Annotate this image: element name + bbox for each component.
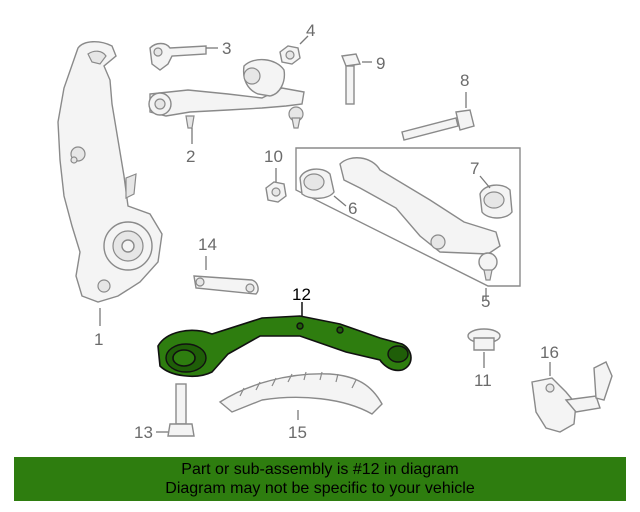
part-14-link[interactable]: [193, 256, 259, 295]
label-6: 6: [348, 199, 357, 218]
label-16: 16: [540, 343, 559, 362]
label-14: 14: [198, 235, 217, 254]
part-6-bushing[interactable]: [299, 168, 347, 207]
part-3-bracket[interactable]: [149, 42, 218, 71]
part-5-lower-arm-assembly[interactable]: [295, 147, 521, 300]
part-11-nut[interactable]: [467, 328, 501, 368]
label-12: 12: [292, 285, 311, 304]
part-2-upper-arm[interactable]: [148, 59, 305, 144]
part-13-bolt[interactable]: [156, 383, 195, 437]
label-8: 8: [460, 71, 469, 90]
label-4: 4: [306, 21, 315, 40]
label-15: 15: [288, 423, 307, 442]
part-10-nut[interactable]: [265, 168, 287, 203]
label-10: 10: [264, 147, 283, 166]
label-11: 11: [474, 371, 492, 390]
label-7: 7: [470, 159, 479, 178]
label-1: 1: [94, 330, 103, 349]
banner-line-1: Part or sub-assembly is #12 in diagram: [181, 461, 459, 478]
parts-diagram: 1 2 3 4 9 8: [57, 21, 613, 442]
part-16-sensor[interactable]: [531, 361, 613, 433]
part-12-lower-control-arm[interactable]: [157, 302, 412, 378]
info-banner: Part or sub-assembly is #12 in diagram D…: [14, 457, 626, 501]
part-8-long-bolt[interactable]: [401, 92, 475, 141]
part-15-shield[interactable]: [218, 371, 383, 420]
part-7-bushing[interactable]: [479, 175, 513, 219]
label-9: 9: [376, 54, 385, 73]
label-3: 3: [222, 39, 231, 58]
part-1-knuckle[interactable]: [57, 41, 163, 326]
part-4-nut[interactable]: [279, 35, 309, 65]
label-2: 2: [186, 147, 195, 166]
banner-line-2: Diagram may not be specific to your vehi…: [165, 480, 475, 497]
part-9-bolt[interactable]: [341, 53, 372, 105]
label-13: 13: [134, 423, 153, 442]
label-5: 5: [481, 292, 490, 311]
